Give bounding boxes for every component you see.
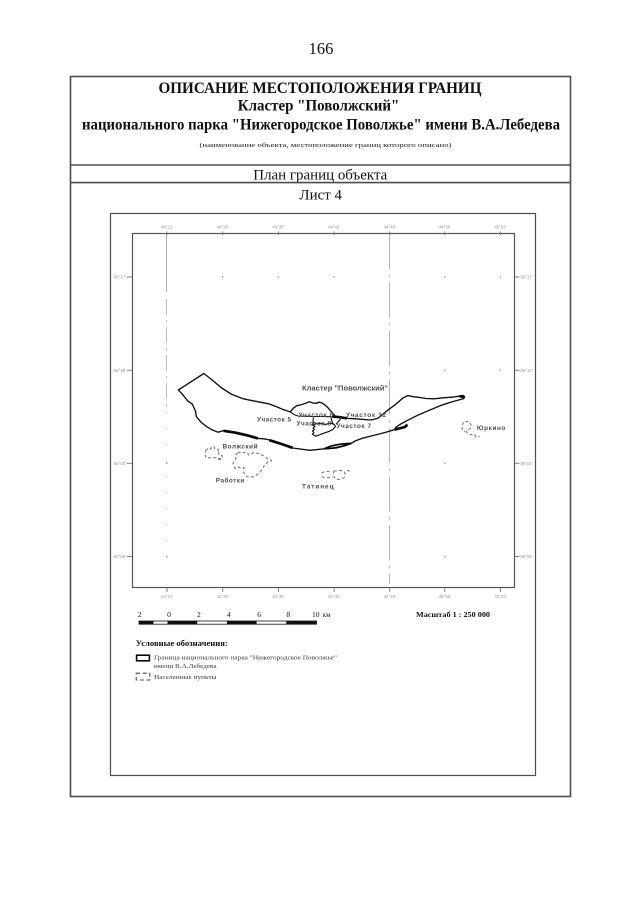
svg-text:км: км <box>323 611 331 619</box>
svg-text:ОПИСАНИЕ МЕСТОПОЛОЖЕНИЯ ГРАНИЦ: ОПИСАНИЕ МЕСТОПОЛОЖЕНИЯ ГРАНИЦ <box>159 80 483 97</box>
svg-text:44°56': 44°56' <box>439 225 451 230</box>
svg-text:Граница национального парка "Н: Граница национального парка "Нижегородск… <box>154 654 337 661</box>
svg-text:10: 10 <box>312 610 320 619</box>
svg-text:Участок 12: Участок 12 <box>346 412 386 419</box>
svg-text:Юркино: Юркино <box>477 425 506 432</box>
svg-text:44°21': 44°21' <box>161 225 173 230</box>
svg-text:56°03': 56°03' <box>521 461 533 466</box>
svg-text:Участок 6: Участок 6 <box>299 412 334 419</box>
svg-text:45°03': 45°03' <box>494 225 506 230</box>
svg-text:44°35': 44°35' <box>272 594 284 599</box>
svg-text:Татинец: Татинец <box>302 483 334 490</box>
svg-text:Работки: Работки <box>216 476 245 484</box>
svg-text:2: 2 <box>138 610 142 619</box>
svg-text:Населенные пункты: Населенные пункты <box>154 674 217 681</box>
svg-text:Участок.8: Участок.8 <box>297 420 332 427</box>
svg-text:(наименование объекта, местопо: (наименование объекта, местоположение гр… <box>200 142 452 149</box>
svg-text:4: 4 <box>227 610 231 619</box>
svg-text:Кластер "Поволжский": Кластер "Поволжский" <box>302 383 388 392</box>
svg-text:44°28': 44°28' <box>217 594 229 599</box>
svg-text:План границ объекта: План границ объекта <box>253 167 388 183</box>
svg-text:55°56': 55°56' <box>114 554 126 559</box>
svg-text:44°42': 44°42' <box>328 594 340 599</box>
svg-text:56°10': 56°10' <box>114 368 126 373</box>
svg-text:56°17': 56°17' <box>114 275 126 280</box>
svg-text:8: 8 <box>286 610 290 619</box>
svg-text:44°49': 44°49' <box>384 594 396 599</box>
svg-text:Участок 7: Участок 7 <box>337 423 372 430</box>
svg-text:44°49': 44°49' <box>384 225 396 230</box>
svg-text:Волжский: Волжский <box>223 442 258 450</box>
svg-text:56°17': 56°17' <box>521 275 533 280</box>
svg-text:44°21': 44°21' <box>161 594 173 599</box>
svg-text:55°56': 55°56' <box>521 554 533 559</box>
svg-text:56°10': 56°10' <box>521 368 533 373</box>
svg-text:Лист 4: Лист 4 <box>299 188 342 204</box>
svg-text:44°56': 44°56' <box>439 594 451 599</box>
svg-text:Условные обозначения:: Условные обозначения: <box>136 639 228 648</box>
svg-text:Кластер "Поволжский": Кластер "Поволжский" <box>238 98 400 115</box>
svg-text:Масштаб 1 : 250 000: Масштаб 1 : 250 000 <box>416 611 491 619</box>
svg-text:166: 166 <box>309 39 334 58</box>
svg-text:2: 2 <box>197 610 201 619</box>
svg-text:Участок 5: Участок 5 <box>257 417 291 424</box>
svg-text:44°28': 44°28' <box>217 225 229 230</box>
svg-text:45°03': 45°03' <box>494 594 506 599</box>
svg-text:0: 0 <box>167 610 171 619</box>
svg-text:6: 6 <box>257 610 261 619</box>
svg-text:44°35': 44°35' <box>272 225 284 230</box>
svg-text:имени В.А.Лебедева: имени В.А.Лебедева <box>154 663 217 670</box>
svg-text:национального парка "Нижегород: национального парка "Нижегородское Повол… <box>82 117 560 134</box>
svg-text:56°03': 56°03' <box>114 461 126 466</box>
svg-text:44°42': 44°42' <box>328 225 340 230</box>
